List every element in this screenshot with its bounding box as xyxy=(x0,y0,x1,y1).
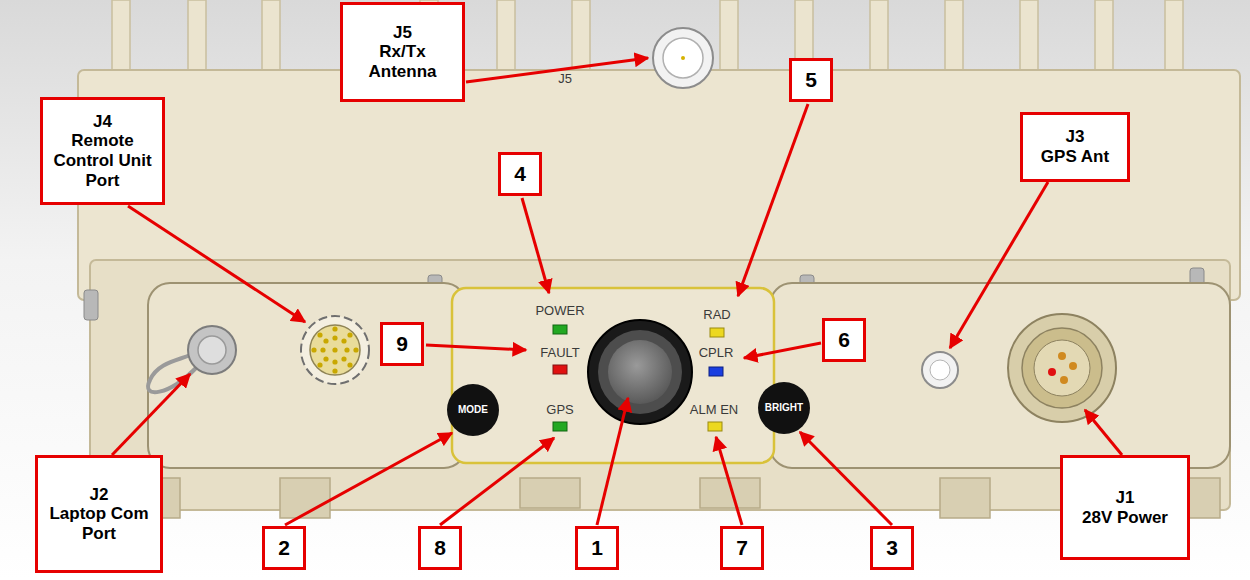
callout-number-box: 4 xyxy=(498,152,542,196)
antenna-connector xyxy=(663,38,703,78)
fault-led xyxy=(553,365,567,374)
callout-heading: J1 xyxy=(1116,488,1135,508)
power-pin xyxy=(1058,352,1066,360)
callout-heading: J3 xyxy=(1066,127,1085,147)
callout-heading: J2 xyxy=(90,485,109,505)
panel-label: FAULT xyxy=(540,346,580,359)
antenna-pin xyxy=(681,56,685,60)
rad-led xyxy=(710,328,724,337)
callout-number-box: 2 xyxy=(262,526,306,570)
remote-connector xyxy=(301,316,369,384)
antenna-connector xyxy=(653,28,713,88)
callout-text: Remote Control Unit Port xyxy=(48,131,157,190)
callout-text: GPS Ant xyxy=(1041,147,1109,167)
panel-label: BRIGHT xyxy=(765,403,803,413)
bright-button xyxy=(758,382,810,434)
callout-number-box: 9 xyxy=(380,322,424,366)
callout-number-box: 3 xyxy=(870,526,914,570)
panel-label: ALM EN xyxy=(690,403,738,416)
gps-connector xyxy=(930,360,950,380)
power-connector xyxy=(1022,328,1102,408)
panel-label: MODE xyxy=(458,405,488,415)
callout-heading: 1 xyxy=(591,536,603,560)
mode-button xyxy=(447,384,499,436)
power-pin xyxy=(1060,376,1068,384)
power-pin xyxy=(1048,368,1056,376)
callout-number-box: 6 xyxy=(822,318,866,362)
left-panel xyxy=(148,283,466,468)
leader-lines xyxy=(112,58,1122,525)
panel-label: J5 xyxy=(558,72,572,85)
power-led xyxy=(553,325,567,334)
connector-callout-box: J4Remote Control Unit Port xyxy=(40,97,165,205)
callout-text: Rx/Tx Antenna xyxy=(348,42,457,81)
callout-number-box: 1 xyxy=(575,526,619,570)
callout-text: Laptop Com Port xyxy=(43,504,155,543)
callout-text: 28V Power xyxy=(1082,508,1168,528)
connector-pins xyxy=(311,326,358,373)
callout-heading: J4 xyxy=(93,112,112,132)
gps-led xyxy=(553,422,567,431)
callout-heading: J5 xyxy=(393,23,412,43)
panel-label: RAD xyxy=(703,308,730,321)
power-connector xyxy=(1034,340,1090,396)
laptop-port-cap xyxy=(188,326,236,374)
callout-number-box: 8 xyxy=(418,526,462,570)
callout-heading: 6 xyxy=(838,328,850,352)
callout-heading: 3 xyxy=(886,536,898,560)
panel-label: POWER xyxy=(535,304,584,317)
panel-label: CPLR xyxy=(699,346,734,359)
right-panel xyxy=(770,283,1230,468)
alm-en-led xyxy=(708,422,722,431)
housing-feet xyxy=(120,478,1220,518)
cplr-led xyxy=(709,367,723,376)
connector-callout-box: J5Rx/Tx Antenna xyxy=(340,2,465,102)
callout-number-box: 5 xyxy=(789,58,833,102)
callout-number-box: 7 xyxy=(720,526,764,570)
gps-connector xyxy=(922,352,958,388)
callout-heading: 7 xyxy=(736,536,748,560)
connector-callout-box: J128V Power xyxy=(1060,455,1190,560)
power-pin xyxy=(1069,362,1077,370)
callout-heading: 9 xyxy=(396,332,408,356)
main-switch xyxy=(598,330,682,414)
callout-heading: 8 xyxy=(434,536,446,560)
main-switch xyxy=(588,320,692,424)
connector-callout-box: J2Laptop Com Port xyxy=(35,455,163,573)
panel-label: GPS xyxy=(546,403,573,416)
control-panel xyxy=(452,288,774,463)
power-connector xyxy=(1008,314,1116,422)
lower-housing xyxy=(90,260,1230,510)
connector-callout-box: J3GPS Ant xyxy=(1020,112,1130,182)
callout-heading: 4 xyxy=(514,162,526,186)
laptop-port-cap xyxy=(198,336,226,364)
main-switch xyxy=(608,340,672,404)
callout-heading: 5 xyxy=(805,68,817,92)
callout-heading: 2 xyxy=(278,536,290,560)
remote-connector xyxy=(310,325,360,375)
